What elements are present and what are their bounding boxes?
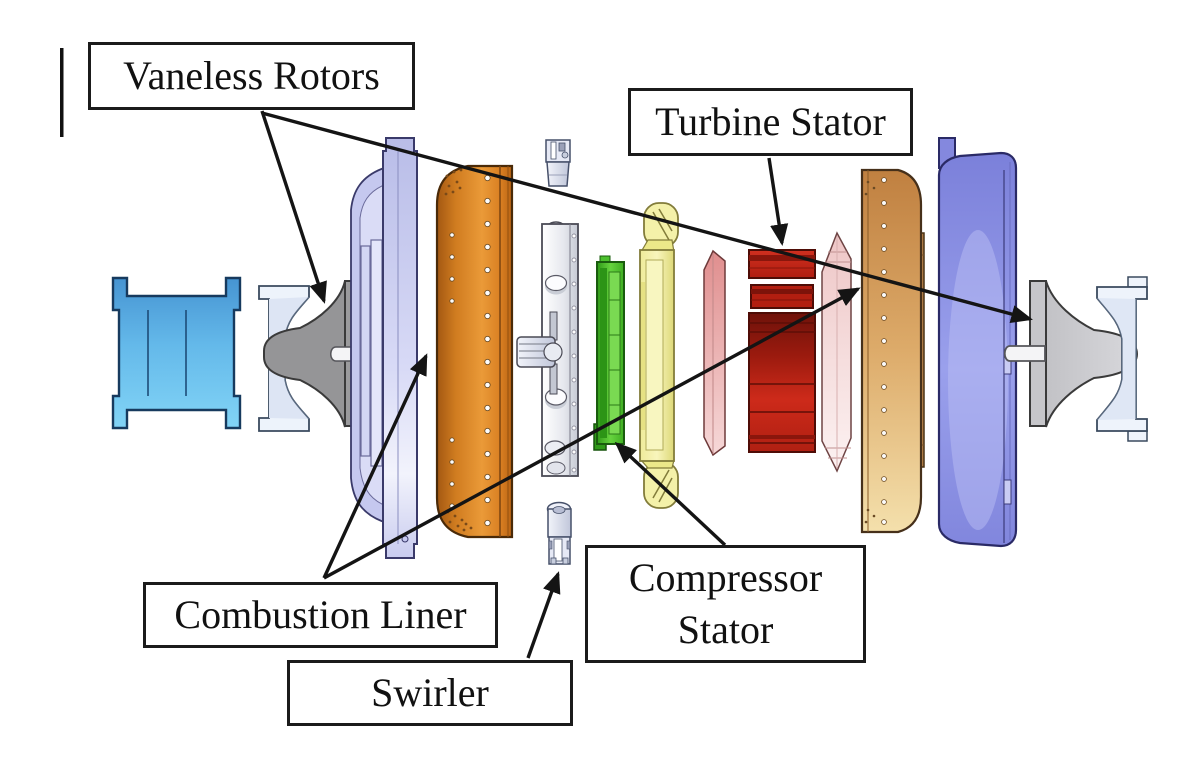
label-combustion-liner: Combustion Liner — [143, 582, 498, 648]
label-compressor-stator-line2: Stator — [677, 607, 774, 652]
arrow-swirler — [526, 571, 561, 659]
liner-rivet-specks — [444, 168, 473, 532]
turbine-stator-red-ring — [748, 249, 816, 453]
arrow-combustion-to-inner-liner — [322, 353, 428, 579]
label-compressor-stator: Compressor Stator — [585, 545, 866, 663]
arrow-vaneless-to-right-rotor — [261, 111, 1033, 323]
arrow-compressor-stator — [614, 441, 727, 547]
inlet-spool-blue — [111, 276, 242, 430]
label-combustion-liner-text: Combustion Liner — [174, 592, 467, 637]
label-swirler-text: Swirler — [371, 670, 489, 715]
label-turbine-stator-text: Turbine Stator — [655, 99, 886, 144]
label-swirler: Swirler — [287, 660, 573, 726]
turbine-shroud-right — [1096, 276, 1148, 442]
diffuser-yellow — [639, 202, 679, 509]
compressor-casing-lavender — [350, 137, 418, 559]
compressor-stator-green-ring — [593, 255, 625, 451]
arrow-vaneless-to-left-rotor — [260, 110, 327, 304]
label-vaneless-rotors: Vaneless Rotors — [88, 42, 415, 110]
liner-rivet-specks — [864, 180, 876, 524]
seal-ring-pink-left — [703, 249, 726, 457]
combustion-liner-inner-orange — [435, 164, 514, 539]
turbine-casing-purple — [937, 137, 1018, 548]
fuel-injector-inner-liner — [516, 221, 579, 477]
swirler-assembly-bottom — [546, 501, 572, 565]
turbine-rotor-right — [1003, 280, 1139, 428]
combustion-liner-outer-tan — [860, 168, 925, 534]
stray-crop-line — [60, 48, 64, 137]
swirler-assembly-top — [545, 139, 571, 187]
label-compressor-stator-line1: Compressor — [628, 555, 823, 600]
label-turbine-stator: Turbine Stator — [628, 88, 913, 156]
arrow-combustion-to-outer-liner — [323, 287, 861, 580]
callout-arrows — [260, 110, 1033, 659]
label-vaneless-rotors-text: Vaneless Rotors — [123, 53, 380, 98]
arrow-turbine-stator — [767, 157, 789, 247]
